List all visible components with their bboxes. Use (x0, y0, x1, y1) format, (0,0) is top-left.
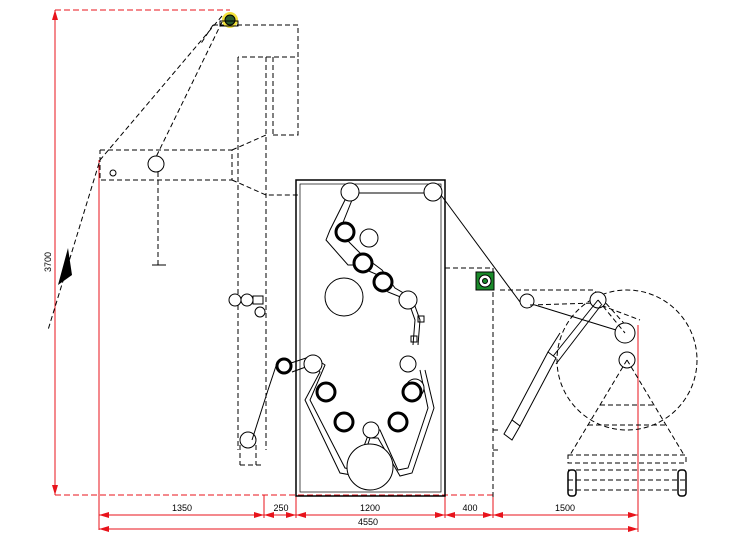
bottom-large-drum (346, 443, 394, 491)
dim-arrow (493, 512, 503, 518)
dim-arrow (483, 512, 493, 518)
web-path-inner (155, 21, 223, 158)
winder-web (534, 304, 617, 331)
outfeed-web (440, 194, 521, 303)
bottom-left-roller (239, 431, 257, 449)
machine-frame-outer (295, 179, 446, 497)
entry-web-down (251, 389, 269, 441)
column-roller (240, 293, 254, 307)
arm-roller (147, 155, 165, 173)
arm-link (549, 299, 599, 361)
height-arrow-top (52, 10, 58, 20)
column-top (273, 57, 299, 136)
cylinder-rod (547, 332, 561, 353)
hydraulic-cylinder (511, 351, 557, 427)
winder-reel (556, 289, 698, 431)
arm-brace (231, 134, 267, 151)
column-roller (228, 293, 242, 307)
seg3-label: 1200 (360, 503, 380, 513)
seg2-label: 250 (273, 503, 288, 513)
seg4-label: 400 (462, 503, 477, 513)
heated-roller (334, 221, 356, 243)
motor-core (482, 278, 488, 284)
top-roller-base (219, 20, 239, 27)
dimension-lines (52, 9, 639, 532)
seg1-label: 1350 (172, 503, 192, 513)
machine-body (251, 179, 446, 497)
height-arrow-bottom (52, 485, 58, 495)
seg5-label: 1500 (555, 503, 575, 513)
heated-roller (315, 381, 337, 403)
arrow-up-icon (58, 248, 72, 285)
guide-roller (303, 354, 323, 374)
dim-arrow (445, 512, 455, 518)
machine-frame-inner (299, 183, 442, 493)
arm-box (99, 149, 233, 181)
heated-roller (387, 411, 409, 433)
heated-roller (401, 381, 423, 403)
guide-roller (398, 290, 418, 310)
dim-arrow (435, 512, 445, 518)
entry-roller (275, 357, 293, 375)
top-roller (224, 14, 236, 26)
arm-guide (109, 169, 117, 177)
feed-frame (47, 12, 299, 466)
dim-arrow (628, 512, 638, 518)
arm-brace-low (231, 179, 298, 196)
large-drum (324, 277, 364, 317)
web-path-left (47, 15, 223, 331)
sensor (410, 335, 418, 343)
column-device (252, 295, 264, 305)
dim-arrow (296, 512, 306, 518)
sensor (417, 315, 425, 323)
heated-roller (352, 252, 374, 274)
winder-base (567, 454, 687, 464)
height-label: 3700 (43, 252, 53, 272)
guide-roller (399, 355, 417, 373)
winder-section (440, 194, 698, 498)
wheel (677, 469, 687, 497)
dim-arrow (254, 512, 264, 518)
total-label: 4550 (358, 517, 378, 527)
top-roller-left (340, 182, 360, 202)
dancer-frame-2 (529, 302, 641, 321)
top-roller-right (423, 182, 443, 202)
dim-arrow (264, 512, 274, 518)
entry-web (267, 365, 277, 391)
dim-arrow (99, 512, 109, 518)
cylinder-foot (503, 419, 521, 441)
dancer-roller (519, 293, 535, 309)
arm-link-2 (555, 303, 603, 365)
dim-arrow (286, 512, 296, 518)
outfeed-box (445, 267, 494, 498)
top-box (213, 24, 299, 58)
heated-roller (372, 271, 394, 293)
guide-roller (362, 421, 380, 439)
guide-roller (359, 228, 379, 248)
a-frame-left (569, 359, 628, 456)
column-roller-small (254, 306, 266, 318)
wheel (567, 469, 577, 497)
dim-arrow (628, 526, 638, 532)
dancer-frame (500, 289, 631, 331)
dim-arrow (99, 526, 109, 532)
arm-link-3 (597, 299, 626, 334)
a-frame-right (626, 359, 685, 456)
heated-roller (333, 411, 355, 433)
